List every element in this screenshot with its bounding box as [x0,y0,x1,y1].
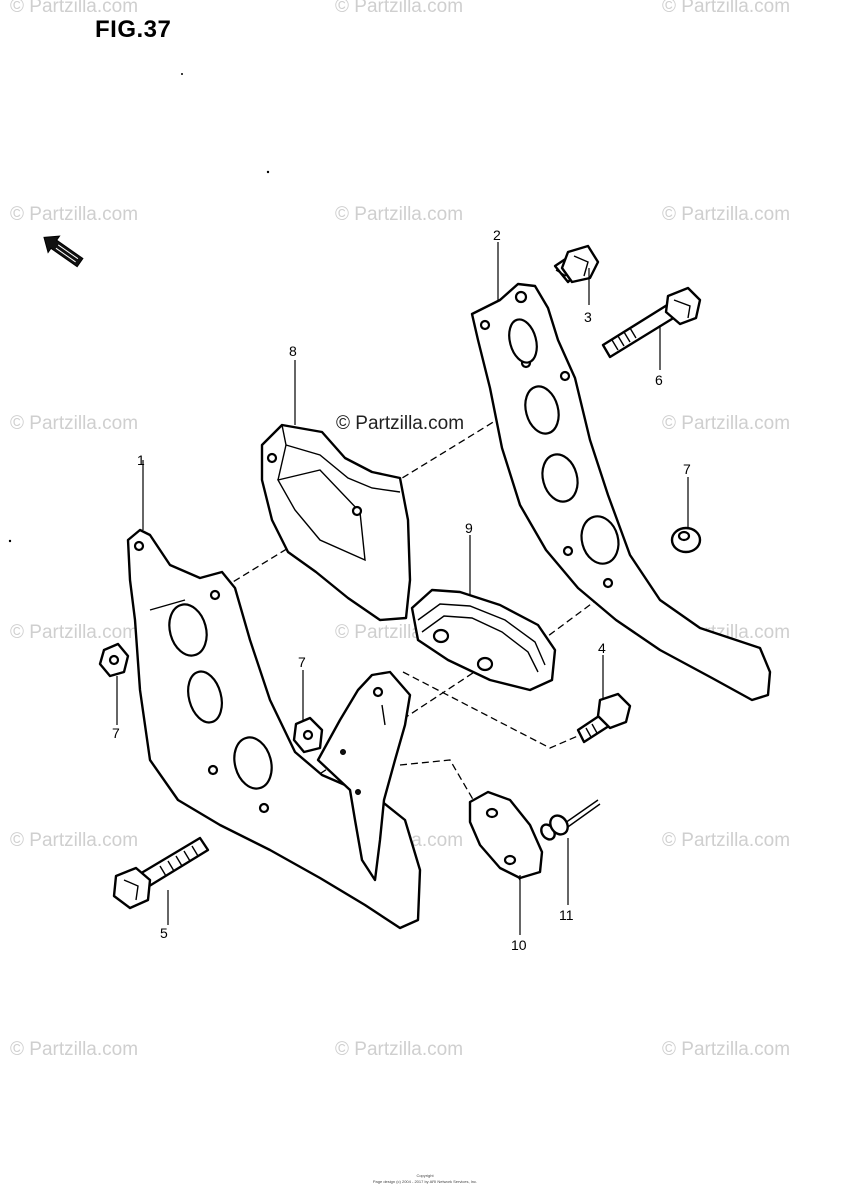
part-4-bolt [576,692,632,744]
part-2-right-bracket [470,282,772,702]
part-3-bolt [553,244,600,284]
watermark-grid: © Partzilla.com © Partzilla.com © Partzi… [10,0,790,1060]
part-7-nut [98,642,130,678]
watermark: © Partzilla.com [10,622,138,643]
callout-3: 3 [584,309,592,325]
watermark: © Partzilla.com [335,0,463,17]
watermark: © Partzilla.com [662,830,790,851]
part-1-left-bracket [126,528,422,930]
part-11-rivet [540,799,601,841]
watermark: © Partzilla.com [662,204,790,225]
callout-9: 9 [465,520,473,536]
callout-11: 11 [559,907,574,923]
part-5-long-bolt [112,836,210,910]
watermark: © Partzilla.com [335,204,463,225]
callouts: 1 2 3 4 5 6 7 7 7 8 9 10 11 [112,227,691,953]
callout-1: 1 [137,452,145,468]
part-8-spacer-block [260,423,412,622]
callout-7: 7 [298,654,306,670]
part-9-cushion [410,588,557,692]
watermark: © Partzilla.com [662,0,790,17]
watermark: © Partzilla.com [10,204,138,225]
watermark: © Partzilla.com [335,1039,463,1060]
watermark: © Partzilla.com [662,1039,790,1060]
callout-7: 7 [112,725,120,741]
callout-6: 6 [655,372,663,388]
callout-8: 8 [289,343,297,359]
callout-10: 10 [511,937,527,953]
part-7-nut [292,716,324,754]
front-direction-arrow-icon [43,235,84,268]
part-7-nut [670,526,702,554]
watermark: © Partzilla.com [662,413,790,434]
footer-copyright: Copyright [416,1173,434,1178]
callout-2: 2 [493,227,501,243]
part-10-plate [468,790,544,880]
center-watermark: © Partzilla.com [336,413,464,434]
watermark: © Partzilla.com [10,0,138,17]
watermark: © Partzilla.com [10,413,138,434]
callout-4: 4 [598,640,606,656]
callout-7: 7 [683,461,691,477]
part-6-long-bolt [601,286,702,359]
callout-leaders [116,242,689,935]
footer-page-design: Page design (c) 2004 - 2017 by ARI Netwo… [373,1179,477,1184]
bent-plate-bracket [316,670,412,882]
figure-title: FIG.37 [95,16,171,43]
callout-5: 5 [160,925,168,941]
watermark: © Partzilla.com [10,830,138,851]
watermark: © Partzilla.com [10,1039,138,1060]
